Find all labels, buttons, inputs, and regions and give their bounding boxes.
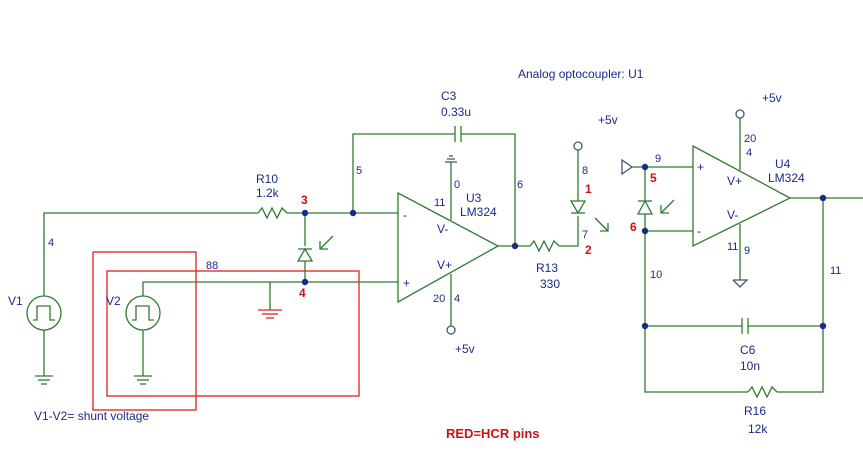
net-label-9b: 9 [744, 245, 750, 257]
r10-ref: R10 [256, 172, 278, 186]
node-dot [819, 322, 827, 330]
v1-ref: V1 [8, 294, 23, 308]
net-label-11c: 11 [830, 265, 841, 277]
r10-resistor [257, 206, 398, 220]
r16-value: 12k [748, 422, 768, 436]
hcr-pin-4: 4 [299, 286, 306, 300]
u4-opamp [645, 118, 863, 280]
net-label-0: 0 [454, 179, 460, 191]
hcr-pin-6: 6 [630, 220, 637, 234]
hcr-box-main [106, 270, 360, 397]
net-label-4c: 4 [746, 147, 752, 159]
u4-vminus-label: V- [727, 208, 738, 222]
v2-source [125, 281, 398, 385]
opto-supply-terminal [573, 141, 583, 151]
v2-ref: V2 [106, 294, 121, 308]
u4-supply-terminal [735, 109, 745, 119]
u4-ground [732, 279, 749, 288]
r13-resistor [529, 216, 579, 253]
node-dot [349, 209, 357, 217]
shunt-voltage-note: V1-V2= shunt voltage [34, 409, 149, 423]
net-label-4b: 4 [454, 293, 460, 305]
net-label-11: 11 [434, 197, 445, 209]
r10-value: 1.2k [256, 186, 280, 200]
hcr-pin-2: 2 [585, 243, 592, 257]
net-label-7: 7 [582, 229, 588, 241]
u3-ref: U3 [466, 191, 482, 205]
net-label-8: 8 [582, 165, 588, 177]
node-dot [301, 278, 309, 286]
v1-source [26, 212, 258, 385]
u3-plus-sign: + [403, 276, 410, 290]
ground-symbol [258, 282, 282, 319]
hcr-pin-3: 3 [301, 193, 308, 207]
u4-supply-label: +5v [762, 91, 782, 105]
node-dot [301, 209, 309, 217]
r13-value: 330 [540, 277, 560, 291]
hcr-pin-1: 1 [585, 182, 592, 196]
u4-value: LM324 [768, 171, 805, 185]
u3-ground [445, 155, 457, 163]
node-dot [641, 163, 649, 171]
u4-ref: U4 [775, 157, 791, 171]
node-dot [641, 227, 649, 235]
c3-value: 0.33u [441, 105, 471, 119]
r13-ref: R13 [536, 261, 558, 275]
u3-vminus-label: V- [437, 222, 448, 236]
diagram-title: Analog optocoupler: U1 [518, 67, 644, 81]
c6-ref: C6 [740, 343, 756, 357]
u4-vplus-label: V+ [727, 174, 742, 188]
net-label-4: 4 [48, 237, 54, 249]
net-label-5: 5 [356, 165, 362, 177]
node-dot [511, 242, 519, 250]
opto-led [569, 150, 609, 232]
c6-value: 10n [740, 359, 760, 373]
node-dot [819, 194, 827, 202]
u4-minus-sign: - [697, 224, 701, 238]
u3-vplus-label: V+ [437, 258, 452, 272]
opto-supply-label: +5v [598, 113, 618, 127]
net-label-11b: 11 [727, 241, 738, 253]
u4-feedback [644, 198, 824, 399]
net-label-9: 9 [655, 153, 661, 165]
hcr-pin-5: 5 [650, 171, 657, 185]
net-label-20b: 20 [744, 133, 756, 145]
net-label-10: 10 [650, 269, 662, 281]
net-label-88: 88 [206, 260, 218, 272]
u3-value: LM324 [460, 205, 497, 219]
u3-opamp [397, 162, 530, 326]
net-label-6: 6 [517, 179, 523, 191]
hcr-legend-note: RED=HCR pins [446, 426, 540, 441]
hcr-box-left [92, 251, 197, 411]
r16-ref: R16 [744, 404, 766, 418]
node-dot [641, 322, 649, 330]
c3-ref: C3 [441, 89, 457, 103]
u3-supply-label: +5v [455, 342, 475, 356]
u4-plus-sign: + [697, 160, 704, 174]
net-label-20: 20 [433, 293, 445, 305]
input-led [296, 213, 334, 282]
c3-capacitor [352, 126, 516, 246]
u3-supply-terminal [446, 325, 456, 335]
u3-minus-sign: - [403, 208, 407, 222]
